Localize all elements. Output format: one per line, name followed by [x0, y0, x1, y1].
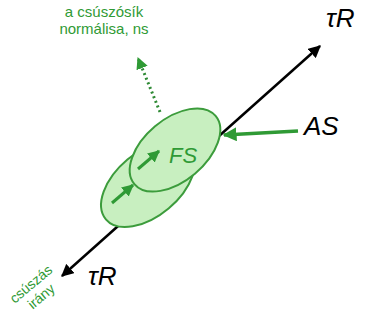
shear-stress-label: τR [326, 4, 355, 34]
force-arrow [112, 185, 133, 203]
normal-label: a csúszósík normálisa, ns [40, 3, 168, 38]
disc-ellipse [120, 95, 230, 205]
area-pointer [224, 131, 298, 135]
shear-stress-label: τR [88, 262, 117, 292]
shear-stress-arrow [62, 46, 320, 276]
force-arrow [138, 151, 159, 169]
normal-arrow [138, 58, 160, 112]
slip-direction-label: csúszás irány [2, 258, 70, 322]
slip-plane-disc: FS [120, 95, 230, 205]
area-label: AS [304, 112, 339, 142]
force-label: FS [169, 144, 197, 168]
